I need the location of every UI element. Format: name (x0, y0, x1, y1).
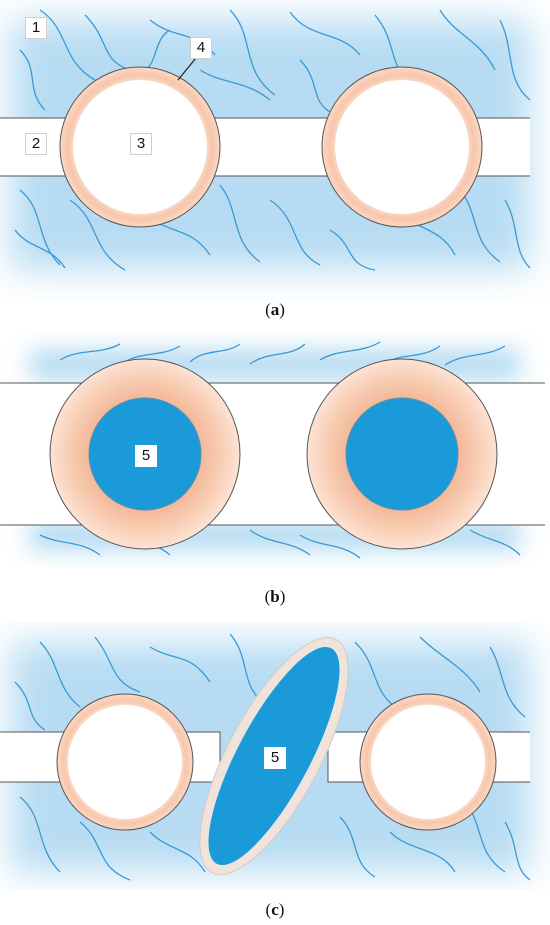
caption-c: (c) (265, 900, 285, 919)
label-fibrous-matrix: 1 (25, 17, 47, 39)
label-shell: 4 (190, 37, 212, 59)
particle-core-right (371, 705, 485, 819)
caption-b: (b) (264, 587, 286, 606)
particle-core-right (335, 80, 469, 214)
panel-c: 5 (c) (0, 622, 550, 919)
caption-b-letter: b (270, 587, 280, 606)
particle-core-left (68, 705, 182, 819)
panel-a: 1 2 3 4 (a) (0, 0, 550, 319)
caption-a-letter: a (270, 300, 280, 319)
shell-leader-line (177, 57, 197, 81)
label-filled-core: 5 (135, 445, 157, 467)
panel-b: 5 (b) (0, 330, 550, 606)
label-core: 3 (130, 133, 152, 155)
caption-a: (a) (265, 300, 285, 319)
fibers (39, 341, 521, 559)
label-channel: 2 (25, 133, 47, 155)
particle-core-right-filled (345, 397, 459, 511)
panel-a-diagram (0, 9, 531, 271)
caption-c-letter: c (271, 900, 279, 919)
label-deformed-core: 5 (264, 747, 286, 769)
panel-b-diagram (0, 341, 545, 559)
